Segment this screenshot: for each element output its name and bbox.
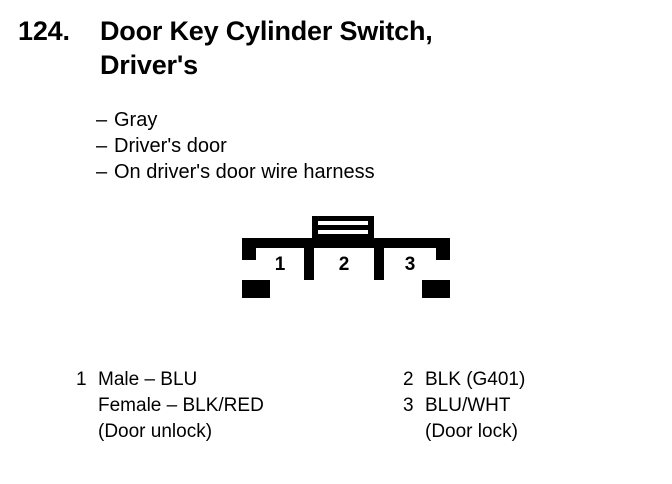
dash-bullet-icon: – [96, 161, 108, 183]
list-item-label: Driver's door [114, 135, 227, 157]
page-title: 124. Door Key Cylinder Switch, Driver's [18, 14, 658, 82]
dash-bullet-icon: – [96, 135, 108, 157]
connector-outline-icon: 1 2 3 [242, 216, 450, 298]
cavity-number-3: 3 [405, 254, 416, 275]
legend-row: (Door lock) [403, 419, 653, 445]
title-line-1: Door Key Cylinder Switch, [100, 16, 433, 46]
legend-cavity-number: 1 [76, 369, 87, 390]
list-item-label: Gray [114, 109, 158, 131]
list-item-label: On driver's door wire harness [114, 161, 375, 183]
cavity-2-opening [314, 248, 374, 280]
cavity-number-1: 1 [275, 254, 286, 275]
legend-left-column: 1 Male – BLU Female – BLK/RED (Door unlo… [76, 367, 376, 445]
legend-wire-label: Female – BLK/RED [98, 395, 264, 416]
legend-row: 1 Male – BLU [76, 367, 376, 393]
legend-wire-label: BLU/WHT [425, 395, 511, 416]
legend-right-column: 2 BLK (G401) 3 BLU/WHT (Door lock) [403, 367, 653, 445]
connector-diagram: 1 2 3 [230, 208, 462, 316]
legend-function-label: (Door lock) [425, 421, 518, 442]
list-item: – Driver's door [96, 133, 576, 159]
entry-number: 124. [18, 16, 70, 46]
title-line-2: Driver's [100, 50, 198, 80]
legend-function-label: (Door unlock) [98, 421, 213, 442]
legend-row: 2 BLK (G401) [403, 367, 653, 393]
cavity-divider-1-2 [304, 238, 314, 280]
dash-bullet-icon: – [96, 109, 108, 131]
title-first-row: 124. Door Key Cylinder Switch, [18, 14, 658, 48]
legend-row: Female – BLK/RED [76, 393, 376, 419]
legend-cavity-number: 2 [403, 369, 414, 390]
cavity-3-opening [384, 248, 436, 280]
list-item: – On driver's door wire harness [96, 159, 576, 185]
cavity-number-2: 2 [339, 254, 350, 275]
legend-cavity-number: 3 [403, 395, 414, 416]
cavity-1-opening [256, 248, 304, 280]
legend-row: 3 BLU/WHT [403, 393, 653, 419]
legend-wire-label: BLK (G401) [425, 369, 526, 390]
list-item: – Gray [96, 107, 576, 133]
connector-latch-tab [312, 216, 374, 240]
latch-slot-upper [318, 221, 368, 225]
latch-slot-lower [318, 230, 368, 234]
spec-list: – Gray – Driver's door – On driver's doo… [96, 107, 576, 185]
legend-wire-label: Male – BLU [98, 369, 198, 390]
legend-row: (Door unlock) [76, 419, 376, 445]
cavity-divider-2-3 [374, 238, 384, 280]
